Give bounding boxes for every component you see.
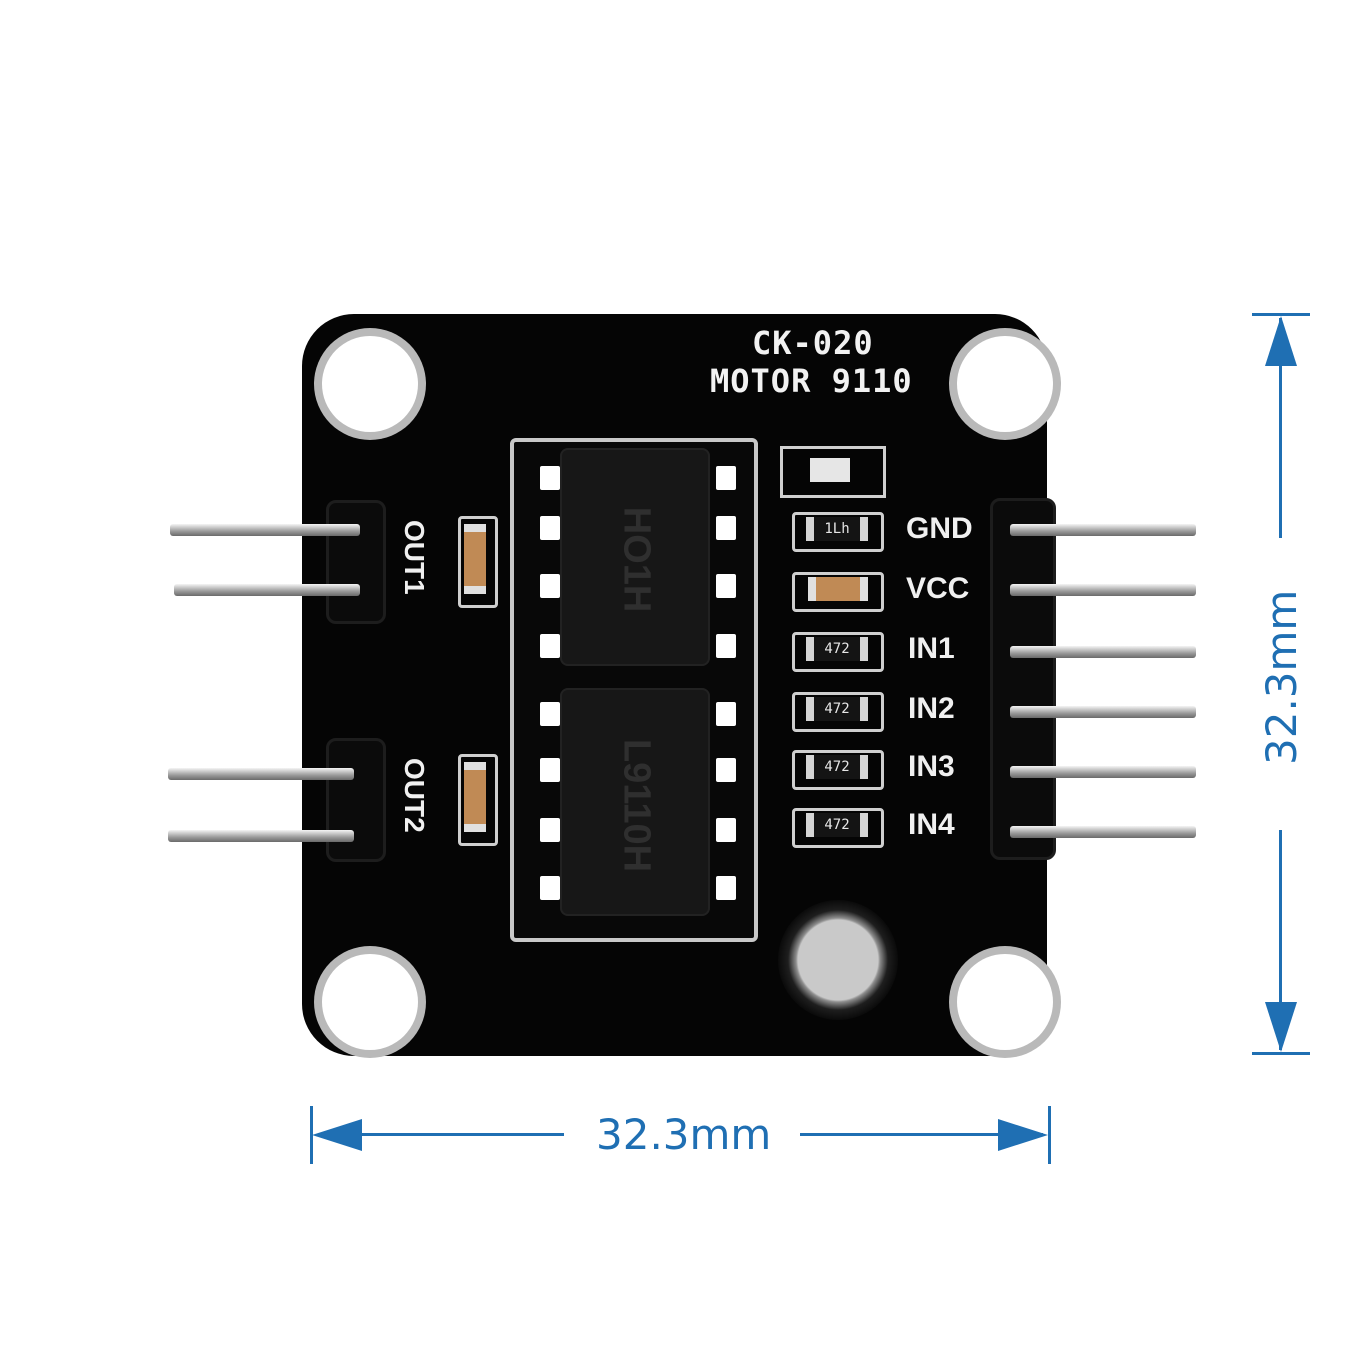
resistor-in3: 472	[806, 755, 868, 779]
pin-label-in4: IN4	[908, 808, 955, 841]
arrow-up-icon	[1265, 316, 1297, 366]
dimension-line-bottom	[1279, 830, 1282, 1050]
chip-pad	[540, 466, 560, 490]
chip-pad	[540, 634, 560, 658]
out2-label: OUT2	[399, 758, 430, 833]
gnd-pin	[1010, 524, 1196, 536]
chip-pad	[540, 818, 560, 842]
dimension-tick-left	[310, 1106, 313, 1164]
chip-pad	[716, 876, 736, 900]
dimension-tick-top	[1252, 313, 1310, 316]
dimension-tick-right	[1048, 1106, 1051, 1164]
pin-label-in3: IN3	[908, 750, 955, 783]
arrow-right-icon	[998, 1119, 1048, 1151]
pin-label-in2: IN2	[908, 692, 955, 725]
chip-pad	[716, 818, 736, 842]
chip-top-marking: HO1H	[615, 506, 658, 613]
in3-pin	[1010, 766, 1196, 778]
height-label: 32.3mm	[1257, 589, 1306, 765]
out1-pin-header	[326, 500, 386, 624]
dimension-line-right	[800, 1133, 1043, 1136]
board-subtitle: MOTOR 9110	[710, 362, 913, 400]
mounting-hole-top-right	[957, 336, 1053, 432]
arrow-left-icon	[312, 1119, 362, 1151]
resistor-in4: 472	[806, 813, 868, 837]
mounting-hole-bottom-left	[322, 954, 418, 1050]
mounting-hole-bottom-right	[957, 954, 1053, 1050]
chip-pad	[716, 758, 736, 782]
capacitor-out1	[464, 524, 486, 594]
pin-label-vcc: VCC	[906, 572, 970, 605]
capacitor-vcc	[808, 577, 868, 601]
board-title: CK-020	[752, 324, 874, 362]
chip-pad	[716, 702, 736, 726]
dimension-line-top	[1279, 318, 1282, 538]
chip-pad	[540, 702, 560, 726]
mounting-hole-top-left	[322, 336, 418, 432]
electrolytic-capacitor	[778, 900, 898, 1020]
width-label: 32.3mm	[596, 1110, 772, 1159]
status-led	[810, 458, 850, 482]
chip-pad	[716, 574, 736, 598]
resistor-in2: 472	[806, 697, 868, 721]
chip-pad	[540, 876, 560, 900]
pcb-board: CK-020 MOTOR 9110 1Lh 472 472 472 472 GN…	[302, 314, 1056, 1056]
out2-pin-header	[326, 738, 386, 862]
vcc-pin	[1010, 584, 1196, 596]
chip-pad	[540, 516, 560, 540]
pin-label-gnd: GND	[906, 512, 973, 545]
right-pin-header	[990, 498, 1056, 860]
pin-label-in1: IN1	[908, 632, 955, 665]
out2-pin-1	[168, 768, 354, 780]
out2-pin-2	[168, 830, 354, 842]
dimension-tick-bottom	[1252, 1052, 1310, 1055]
chip-pad	[716, 466, 736, 490]
out1-label: OUT1	[399, 520, 430, 595]
driver-chip-bottom: L9110H	[560, 688, 710, 916]
chip-bottom-marking: L9110H	[615, 738, 658, 873]
arrow-down-icon	[1265, 1002, 1297, 1052]
in1-pin	[1010, 646, 1196, 658]
in2-pin	[1010, 706, 1196, 718]
out1-pin-2	[174, 584, 360, 596]
capacitor-out2	[464, 762, 486, 832]
out1-pin-1	[170, 524, 360, 536]
in4-pin	[1010, 826, 1196, 838]
driver-chip-top: HO1H	[560, 448, 710, 666]
chip-pad	[540, 758, 560, 782]
chip-pad	[716, 516, 736, 540]
dimension-line-left	[318, 1133, 564, 1136]
chip-pad	[716, 634, 736, 658]
resistor-gnd: 1Lh	[806, 517, 868, 541]
chip-pad	[540, 574, 560, 598]
resistor-in1: 472	[806, 637, 868, 661]
